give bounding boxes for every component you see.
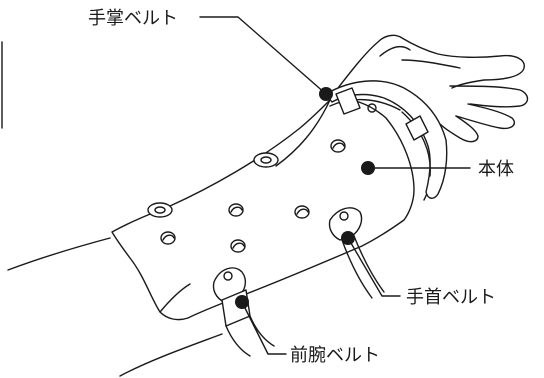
rivet [228, 203, 244, 217]
label-wrist-belt: 手首ベルト [406, 287, 496, 308]
rivet [330, 139, 346, 153]
wrist-belt-leader [347, 237, 401, 297]
label-palm-belt: 手掌ベルト [88, 8, 178, 29]
forearm-belt-leader [241, 301, 287, 355]
body-rivets [147, 139, 346, 253]
rivet [160, 231, 176, 245]
label-body: 本体 [478, 159, 514, 180]
rivet [294, 205, 310, 219]
hand-illustration [337, 34, 529, 201]
rivet [230, 239, 246, 253]
forearm-illustration [7, 237, 223, 377]
palm-buckle [335, 87, 429, 141]
wrist-strap [328, 207, 385, 299]
forearm-strap [212, 267, 275, 357]
edge-tab [253, 152, 279, 168]
palm-belt-leader [199, 16, 327, 95]
brace-body [111, 98, 415, 321]
label-forearm-belt: 前腕ベルト [290, 345, 380, 366]
palm-strap [325, 80, 448, 199]
edge-tab [147, 202, 173, 218]
